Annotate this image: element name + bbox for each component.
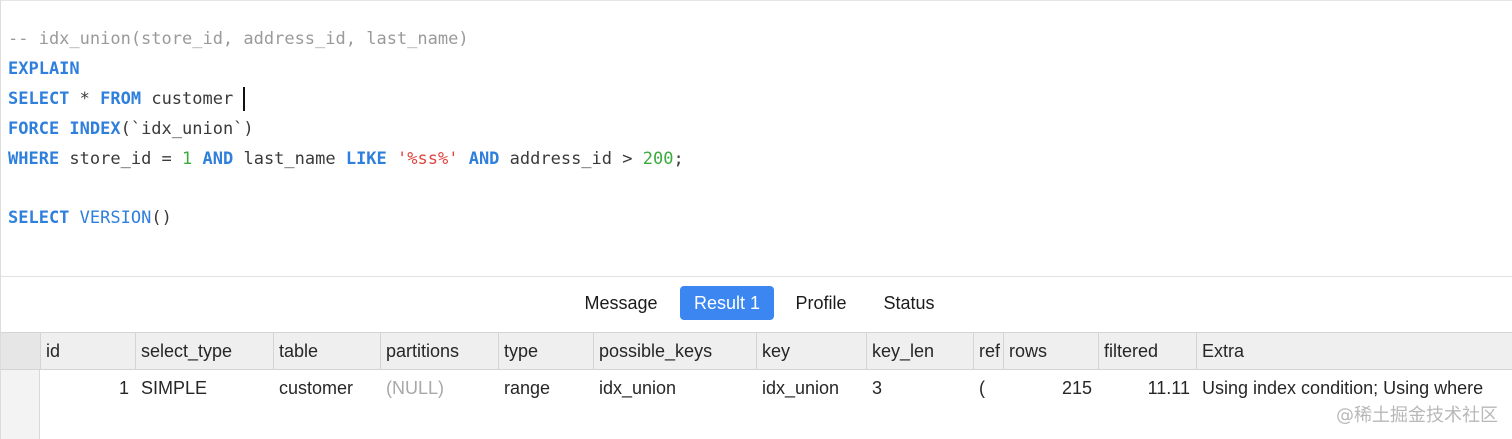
- code-token: SELECT: [8, 208, 70, 228]
- tab-result-1[interactable]: Result 1: [680, 286, 774, 320]
- code-token: WHERE: [8, 149, 60, 169]
- cell-ref[interactable]: (: [979, 378, 985, 398]
- column-header-possible-keys[interactable]: possible_keys: [593, 333, 756, 369]
- row-gutter: [1, 370, 40, 439]
- code-token: [69, 208, 79, 228]
- tab-profile[interactable]: Profile: [795, 293, 847, 313]
- column-header-rows[interactable]: rows: [1003, 333, 1098, 369]
- code-token: last_name: [233, 149, 346, 169]
- column-header-type[interactable]: type: [498, 333, 593, 369]
- code-line[interactable]: EXPLAIN: [8, 56, 80, 82]
- code-token: 200: [642, 149, 674, 169]
- code-token: store_id =: [59, 149, 183, 169]
- column-header-partitions[interactable]: partitions: [380, 333, 498, 369]
- code-token: VERSION: [79, 208, 152, 228]
- code-token: address_id >: [499, 149, 643, 169]
- code-token: *: [69, 89, 101, 109]
- code-line[interactable]: -- idx_union(store_id, address_id, last_…: [8, 26, 469, 52]
- column-header-key-len[interactable]: key_len: [866, 333, 973, 369]
- code-line[interactable]: FORCE INDEX(`idx_union`): [8, 116, 254, 142]
- code-token: -- idx_union(store_id, address_id, last_…: [8, 29, 469, 49]
- code-line[interactable]: WHERE store_id = 1 AND last_name LIKE '%…: [8, 146, 684, 172]
- code-token: FORCE INDEX: [8, 119, 121, 139]
- code-token: 1: [182, 149, 193, 169]
- grid-corner: [1, 333, 40, 369]
- column-header-extra[interactable]: Extra: [1196, 333, 1512, 369]
- code-line[interactable]: SELECT * FROM customer: [8, 86, 246, 112]
- code-token: [192, 149, 202, 169]
- code-token: [458, 149, 468, 169]
- cell-select-type[interactable]: SIMPLE: [141, 378, 208, 398]
- column-header-key[interactable]: key: [756, 333, 866, 369]
- cell-table[interactable]: customer: [279, 378, 354, 398]
- code-token: (): [151, 208, 172, 228]
- column-header-filtered[interactable]: filtered: [1098, 333, 1196, 369]
- code-token: SELECT: [8, 89, 70, 109]
- result-tab-bar: Message Result 1 Profile Status: [0, 276, 1512, 332]
- code-token: [387, 149, 397, 169]
- column-header-table[interactable]: table: [273, 333, 380, 369]
- cell-type[interactable]: range: [504, 378, 551, 398]
- code-token: AND: [468, 149, 500, 169]
- sql-editor[interactable]: -- idx_union(store_id, address_id, last_…: [0, 0, 1512, 276]
- code-token: ;: [673, 149, 684, 169]
- text-caret: [243, 87, 246, 111]
- cell-possible-keys[interactable]: idx_union: [599, 378, 677, 398]
- column-header-id[interactable]: id: [40, 333, 135, 369]
- tab-status[interactable]: Status: [883, 293, 935, 313]
- cell-key-len[interactable]: 3: [872, 378, 883, 398]
- code-token: FROM: [100, 89, 142, 109]
- code-token: EXPLAIN: [8, 59, 80, 79]
- tab-message[interactable]: Message: [584, 293, 658, 313]
- cell-extra[interactable]: Using index condition; Using where: [1202, 378, 1484, 398]
- code-token: LIKE: [345, 149, 387, 169]
- cell-rows[interactable]: 215: [1061, 378, 1092, 398]
- code-token: (`idx_union`): [120, 119, 254, 139]
- code-line[interactable]: SELECT VERSION(): [8, 205, 172, 231]
- cell-key[interactable]: idx_union: [762, 378, 840, 398]
- code-token: AND: [202, 149, 234, 169]
- cell-filtered[interactable]: 11.11: [1147, 378, 1190, 398]
- column-header-ref[interactable]: ref: [973, 333, 1003, 369]
- code-token: customer: [141, 89, 234, 109]
- cell-id[interactable]: 1: [118, 378, 129, 398]
- column-header-select-type[interactable]: select_type: [135, 333, 273, 369]
- cell-partitions[interactable]: (NULL): [386, 378, 445, 398]
- watermark: @稀土掘金技术社区: [1336, 405, 1498, 426]
- code-token: '%ss%': [397, 149, 459, 169]
